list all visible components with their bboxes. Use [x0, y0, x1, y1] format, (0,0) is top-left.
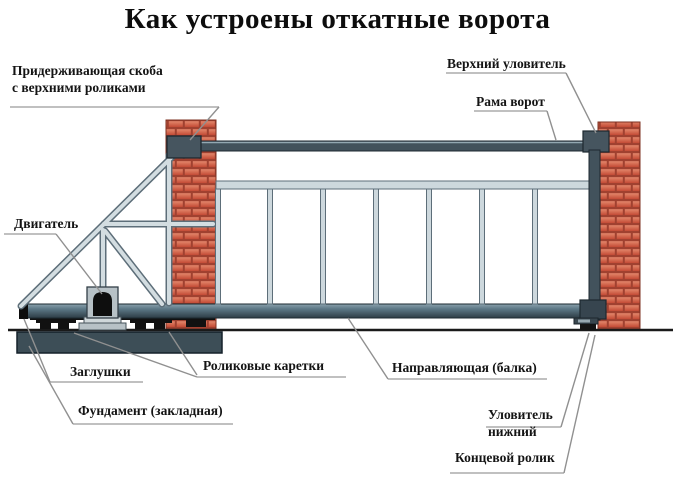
- pointer-end-caps: [23, 318, 51, 383]
- pointer-lines: [23, 72, 597, 474]
- gate-right-post: [588, 149, 601, 321]
- label-guide-beam: Направляющая (балка): [392, 360, 537, 375]
- bottom-catcher-and-end-roller: [573, 317, 599, 330]
- truss-small-diagonal: [103, 229, 164, 306]
- label-gate-frame: Рама ворот: [476, 94, 545, 109]
- label-end-roller: Концевой ролик: [455, 450, 555, 465]
- label-motor: Двигатель: [14, 216, 79, 231]
- gate-bar: [320, 188, 326, 305]
- gate-infill: [215, 180, 591, 305]
- pointer-foundation: [28, 345, 74, 425]
- gate-bar: [479, 188, 485, 305]
- pointer-motor: [55, 233, 103, 295]
- gate-bar: [215, 188, 221, 305]
- gate-bar: [426, 188, 432, 305]
- pointer-frame: [546, 110, 557, 141]
- label-foundation: Фундамент (закладная): [78, 403, 223, 418]
- pointer-end-roller: [563, 334, 596, 474]
- gate-bar: [267, 188, 273, 305]
- label-bottom-catcher: Уловитель нижний: [488, 407, 553, 439]
- gate-bottom-corner-block: [579, 299, 607, 320]
- pointer-carriage-2: [168, 331, 198, 376]
- holding-bracket: [166, 135, 202, 159]
- end-roller: [580, 324, 596, 330]
- label-top-catcher: Верхний уловитель: [447, 56, 566, 71]
- truss-main-diagonal: [19, 148, 181, 308]
- gate-upper-rail: [215, 180, 591, 190]
- gate-bar: [532, 188, 538, 305]
- pointer-carriage-1: [73, 332, 198, 378]
- page-title: Как устроены откатные ворота: [124, 3, 551, 35]
- roller-carriage-2: [130, 316, 172, 323]
- pointer-guide-beam: [347, 317, 389, 380]
- top-catcher: [582, 130, 610, 153]
- pointer-top-catcher: [565, 72, 597, 134]
- roller-carriage-1: [36, 316, 76, 323]
- label-holding-bracket: Придерживающая скоба с верхними роликами: [12, 63, 163, 95]
- gate-bar: [373, 188, 379, 305]
- label-underlines: [4, 72, 566, 474]
- foundation-slab: [16, 331, 223, 354]
- truss: [17, 146, 217, 310]
- label-roller-carriages: Роликовые каретки: [203, 358, 325, 373]
- label-end-caps: Заглушки: [70, 364, 131, 379]
- right-brick-pillar: [597, 121, 641, 331]
- motor: [78, 286, 127, 331]
- pointer-bottom-catcher: [560, 332, 590, 428]
- end-cap: [19, 303, 28, 319]
- pointer-bracket: [189, 106, 220, 141]
